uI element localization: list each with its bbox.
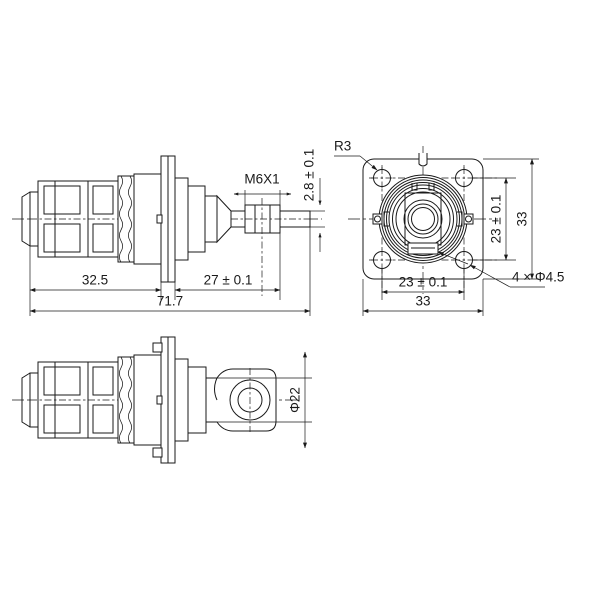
side-lug-left-hole bbox=[374, 215, 381, 223]
shell-ring bbox=[386, 182, 460, 256]
side-lug-right-hole bbox=[465, 215, 472, 223]
side-view-top: 32.5 27 ± 0.1 71.7 M6X1 2.8 ± 0.1 bbox=[12, 149, 325, 316]
contact-bore bbox=[411, 207, 435, 231]
r3-leader-arrow bbox=[359, 155, 378, 171]
dim-label-phi22: Φ22 bbox=[288, 387, 303, 413]
dim-label-r3: R3 bbox=[334, 139, 351, 154]
dim-label-27: 27 ± 0.1 bbox=[204, 273, 253, 288]
key-leader-arrow bbox=[437, 251, 469, 265]
front-boss-bottom bbox=[174, 358, 207, 442]
dim-label-32-5: 32.5 bbox=[82, 273, 108, 288]
insulator-bore bbox=[407, 203, 439, 235]
terminal-lug-paddle bbox=[205, 368, 277, 432]
thread-relief-bellows bbox=[117, 175, 135, 263]
dim-label-23-horizontal: 23 ± 0.1 bbox=[399, 275, 448, 290]
dim-label-2-8: 2.8 ± 0.1 bbox=[302, 149, 317, 201]
coupling-nut-body-bottom bbox=[21, 361, 119, 439]
holes-leader-arrow bbox=[469, 264, 511, 288]
key-notch-top-left bbox=[411, 183, 418, 191]
alignment-tab-top bbox=[418, 153, 428, 167]
dim-label-m6x1: M6X1 bbox=[244, 172, 279, 187]
key-notch-top-right bbox=[428, 183, 435, 191]
flange-tab-top bbox=[152, 342, 163, 353]
lug-fold-line bbox=[214, 377, 218, 401]
dim-label-71-7: 71.7 bbox=[157, 294, 183, 309]
lug-bracket-left bbox=[383, 211, 389, 227]
dim-label-33-horizontal: 33 bbox=[415, 294, 430, 309]
terminal-stud-assembly bbox=[216, 194, 312, 296]
dim-label-4x-phi45: 4 × Φ4.5 bbox=[512, 270, 564, 285]
mounting-flange bbox=[156, 155, 176, 283]
dim-label-33-vertical: 33 bbox=[515, 211, 530, 226]
front-view: R3 4 × Φ4.5 23 ± 0.1 33 23 ± 0.1 33 bbox=[334, 139, 564, 316]
lug-bracket-right bbox=[457, 211, 463, 227]
mounting-flange-bottom bbox=[152, 336, 176, 464]
side-view-bottom: Φ22 bbox=[12, 336, 312, 464]
thread-relief-bellows-bottom bbox=[117, 356, 135, 444]
dim-label-23-vertical: 23 ± 0.1 bbox=[489, 195, 504, 244]
flange-tab-bottom bbox=[152, 447, 163, 458]
front-boss bbox=[174, 177, 218, 261]
flange-keyslot bbox=[156, 395, 163, 405]
coupling-nut-body bbox=[21, 180, 119, 258]
insulator-bore-outer bbox=[403, 199, 443, 239]
keying-pocket bbox=[404, 192, 442, 246]
